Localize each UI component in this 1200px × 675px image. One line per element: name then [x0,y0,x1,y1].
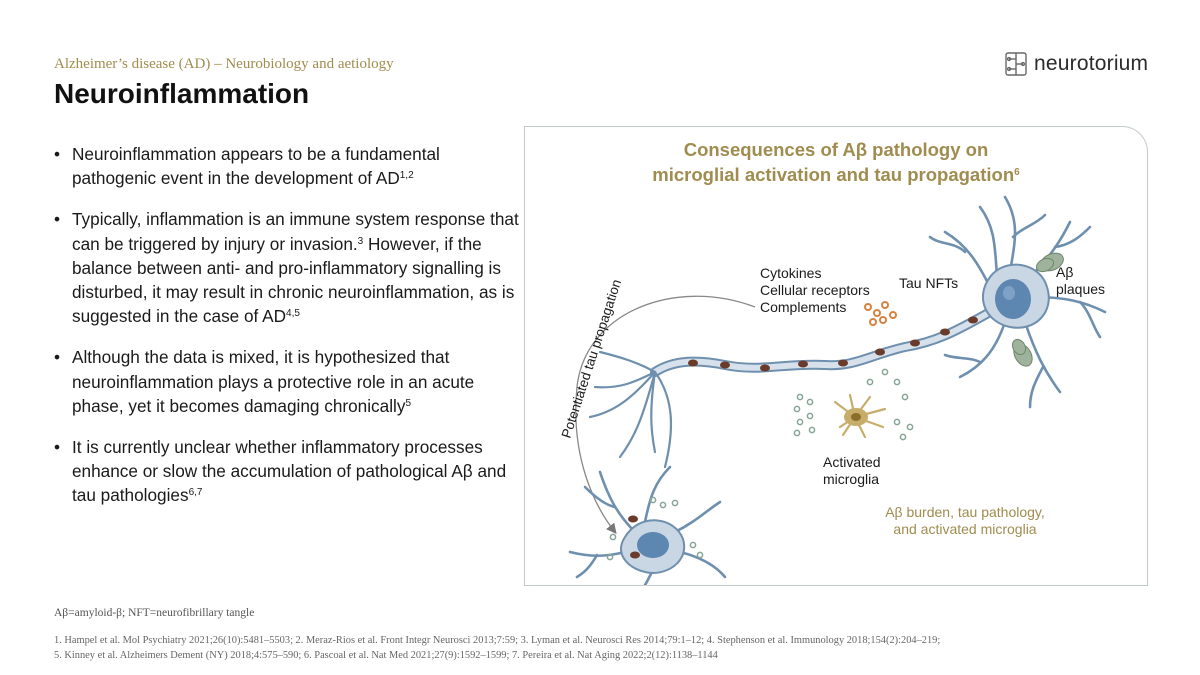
microglia-particles [793,368,914,441]
cytokine-labels: Cytokines Cellular receptors Complements [760,265,870,315]
references-footnote: 1. Hampel et al. Mol Psychiatry 2021;26(… [54,635,941,661]
bullet-list: Neuroinflammation appears to be a fundam… [54,142,524,525]
amyloid-plaques [1011,252,1064,367]
main-neuron [928,195,1107,409]
figure-panel: Consequences of Aβ pathology on microgli… [524,126,1148,586]
bullet-item: Neuroinflammation appears to be a fundam… [54,142,524,190]
abbreviations-footnote: Aβ=amyloid-β; NFT=neurofibrillary tangle [54,607,255,619]
activated-microglia-cell [833,393,887,439]
propagation-label: Potentiated tau propagation [559,278,625,440]
logo-text: neurotorium [1034,52,1149,75]
receiving-neuron [568,465,727,585]
section-subtitle: Alzheimer’s disease (AD) – Neurobiology … [54,56,394,72]
activated-microglia-label: Activated microglia [823,454,881,487]
brand-logo: neurotorium [1004,50,1148,78]
figure-caption: Aβ burden, tau pathology, and activated … [885,504,1045,537]
nucleus [995,279,1031,319]
bullet-item: It is currently unclear whether inflamma… [54,435,524,508]
bullet-item: Typically, inflammation is an immune sys… [54,207,524,328]
neurotorium-logo-icon [1005,52,1027,76]
tau-nfts-label: Tau NFTs [899,275,959,291]
neuron-illustration: Potentiated tau propagation [559,195,1107,585]
cytokine-dots [864,301,897,326]
figure-title: Consequences of Aβ pathology on microgli… [652,139,1020,185]
abeta-plaques-label: Aβ plaques [1056,264,1106,297]
page-title: Neuroinflammation [54,78,310,109]
bullet-item: Although the data is mixed, it is hypoth… [54,345,524,418]
